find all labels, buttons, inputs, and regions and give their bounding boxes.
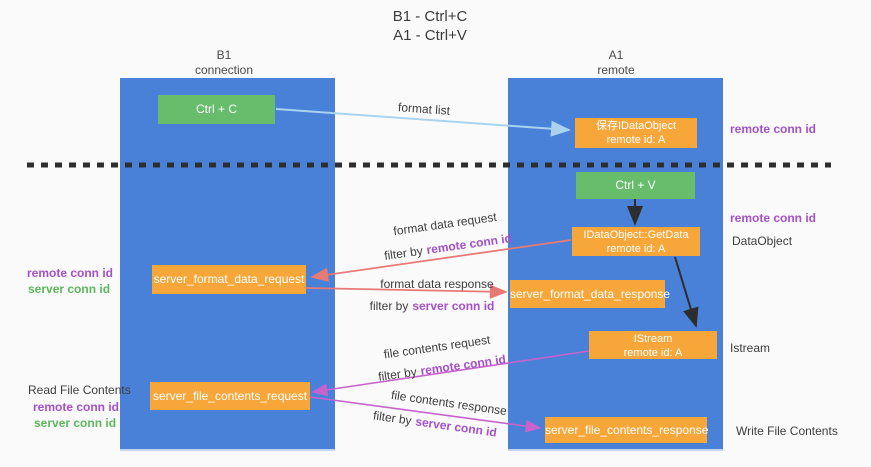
write-file-contents-annotation: Write File Contents (736, 424, 838, 438)
save-dataobject-line1: 保存IDataObject (595, 120, 677, 132)
diagram-title-line1: B1 - Ctrl+C (392, 8, 468, 25)
istream-line2: remote id: A (623, 347, 683, 359)
remote-conn-id-text: remote conn id (425, 231, 513, 257)
ctrl-v-box: Ctrl + V (576, 172, 695, 199)
format-data-request-label: format data request (392, 209, 498, 239)
lifeline-b1-subtitle: connection (194, 63, 254, 77)
remote-conn-id-text: remote conn id (419, 352, 507, 378)
getdata-box: IDataObject::GetData remote id: A (572, 227, 700, 256)
save-dataobject-line2: remote id: A (606, 134, 666, 146)
filter-by-text: filter by (383, 243, 424, 263)
server-format-data-response-box: server_format_data_response (510, 280, 670, 308)
filter-by-text: filter by (369, 299, 409, 313)
getdata-line2: remote id: A (606, 243, 666, 255)
istream-box: IStream remote id: A (589, 331, 717, 359)
server-conn-id-annotation-bottom-left: server conn id (34, 416, 117, 430)
remote-conn-id-annotation-bottom-left: remote conn id (33, 400, 120, 414)
server-file-contents-response-box: server_file_contents_response (545, 417, 708, 443)
istream-line1: IStream (633, 333, 673, 345)
lifeline-header-b1: B1 connection (195, 48, 253, 78)
server-format-data-request-box: server_format_data_request (152, 265, 306, 294)
server-conn-id-text: server conn id (414, 414, 498, 440)
istream-annotation: Istream (730, 341, 771, 355)
diagram-title-line2: A1 - Ctrl+V (393, 27, 467, 44)
remote-conn-id-annotation-mid-right: remote conn id (730, 211, 817, 225)
save-dataobject-box: 保存IDataObject remote id: A (575, 118, 697, 148)
server-conn-id-text: server conn id (412, 299, 495, 313)
lifeline-b1-name: B1 (216, 48, 232, 62)
getdata-line1: IDataObject::GetData (583, 229, 689, 241)
dataobject-annotation: DataObject (732, 234, 793, 248)
remote-conn-id-annotation-left: remote conn id (27, 266, 114, 280)
format-list-label: format list (397, 100, 451, 118)
filter-by-text: filter by (377, 364, 418, 384)
format-data-response-label: format data response (380, 277, 494, 291)
server-conn-id-annotation-left: server conn id (28, 282, 111, 296)
filter-by-text: filter by (372, 408, 413, 428)
remote-conn-id-annotation-top-right: remote conn id (730, 122, 817, 136)
ctrl-c-box: Ctrl + C (158, 95, 275, 124)
read-file-contents-annotation: Read File Contents (28, 383, 131, 397)
server-file-contents-request-box: server_file_contents_request (150, 382, 310, 410)
lifeline-a1-name: A1 (608, 48, 624, 62)
lifeline-header-a1: A1 remote (597, 48, 634, 78)
lifeline-a1-subtitle: remote (597, 63, 635, 77)
